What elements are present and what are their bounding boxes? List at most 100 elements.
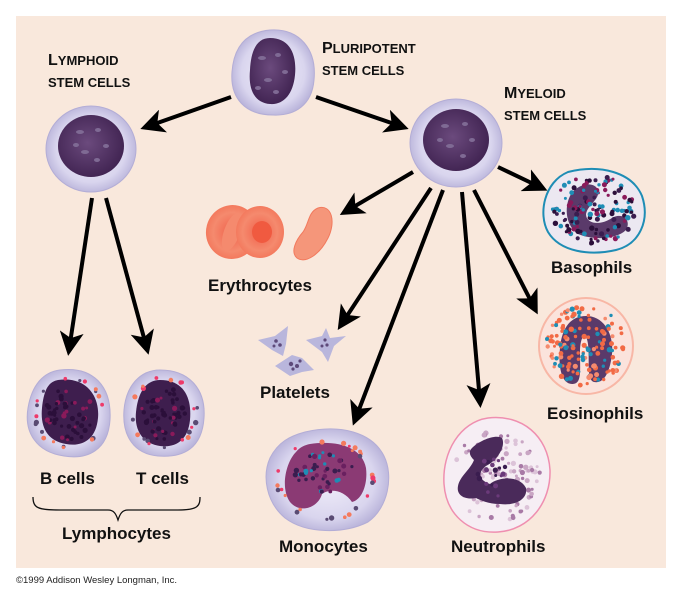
granule	[484, 481, 489, 486]
b-cells-label: B cells	[40, 469, 95, 488]
granule	[350, 465, 354, 469]
granule	[518, 464, 524, 469]
platelet-2	[275, 355, 314, 376]
granule	[170, 398, 175, 403]
lymphoid-stem-cell	[45, 105, 137, 193]
granule	[593, 178, 598, 183]
granule	[572, 363, 578, 369]
granule	[160, 408, 164, 412]
granule	[149, 405, 155, 410]
granule	[548, 338, 554, 344]
granule	[568, 326, 574, 332]
basophils-label: Basophils	[551, 258, 633, 277]
granule	[625, 226, 631, 232]
granule	[70, 401, 74, 405]
granule	[488, 515, 494, 520]
granule	[62, 401, 68, 407]
granule	[574, 305, 580, 311]
erythrocytes-illustration	[205, 205, 333, 261]
granule	[593, 377, 597, 382]
granule	[587, 201, 593, 207]
granule	[47, 410, 53, 416]
granule	[492, 467, 498, 473]
granule	[576, 357, 581, 361]
granule	[312, 453, 318, 459]
granule	[73, 425, 77, 429]
granule	[606, 326, 611, 331]
granule	[607, 369, 611, 373]
granule	[82, 379, 87, 384]
monocyte-granules	[292, 451, 354, 494]
granule	[175, 397, 179, 401]
granule	[554, 333, 559, 338]
lymphoid-chromatin	[73, 128, 109, 162]
monocyte-cyto-granules	[275, 439, 377, 521]
copyright-notice: ©1999 Addison Wesley Longman, Inc.	[16, 575, 178, 586]
granule	[59, 396, 64, 402]
granule	[581, 188, 586, 192]
granule	[154, 376, 159, 380]
granule	[33, 422, 38, 427]
granule	[601, 236, 606, 241]
granule	[283, 493, 287, 498]
granule	[63, 405, 67, 410]
granule	[292, 472, 298, 478]
granule	[85, 406, 89, 410]
granule	[530, 467, 535, 473]
granule	[308, 454, 312, 459]
myeloid-stem-cells-label: MYELOID STEM CELLS	[504, 85, 587, 123]
lymphocytes-label: Lymphocytes	[62, 524, 171, 543]
granule	[560, 325, 565, 331]
granule	[589, 225, 595, 231]
granule	[185, 435, 191, 440]
granule	[61, 445, 66, 450]
granule	[51, 410, 57, 416]
granule	[63, 376, 68, 381]
granule	[298, 472, 303, 477]
granule	[526, 487, 531, 493]
granule	[610, 355, 616, 360]
granule	[571, 370, 575, 374]
granule	[537, 470, 542, 475]
granule	[304, 477, 308, 482]
granule	[569, 190, 575, 196]
granule	[312, 462, 317, 467]
granule	[563, 217, 568, 222]
platelets-label: Platelets	[260, 383, 330, 402]
granule	[321, 451, 325, 455]
granule	[603, 187, 608, 193]
eosinophil-illustration	[538, 297, 634, 395]
lymphocytes-brace	[32, 496, 201, 523]
granule	[159, 396, 163, 400]
granule	[573, 216, 578, 221]
granule	[592, 195, 596, 200]
granule	[162, 445, 166, 450]
granule	[611, 217, 617, 222]
granule	[599, 209, 606, 215]
granule	[167, 391, 172, 396]
granule	[575, 371, 580, 376]
granule	[553, 361, 557, 366]
arrow-myeloid-to-neutrophils	[460, 191, 491, 408]
t-cell-granules	[140, 387, 187, 441]
pluripotent-chromatin	[255, 53, 288, 94]
granule	[535, 465, 539, 469]
lymphoid-stem-cells-label: LYMPHOID STEM CELLS	[48, 52, 131, 90]
granule	[508, 509, 512, 513]
granule	[293, 467, 300, 474]
granule	[575, 228, 581, 234]
granule	[615, 207, 620, 213]
granule	[610, 368, 615, 373]
granule	[79, 435, 84, 439]
granule	[575, 225, 580, 229]
granule	[571, 185, 577, 191]
arrow-lymphoid-to-t-cells	[104, 197, 154, 355]
granule	[293, 447, 297, 451]
granule	[616, 235, 620, 239]
granule	[156, 426, 162, 432]
granule	[600, 341, 605, 347]
granule	[568, 375, 573, 381]
granule	[276, 469, 281, 473]
granule	[564, 377, 569, 382]
granule	[552, 220, 559, 226]
